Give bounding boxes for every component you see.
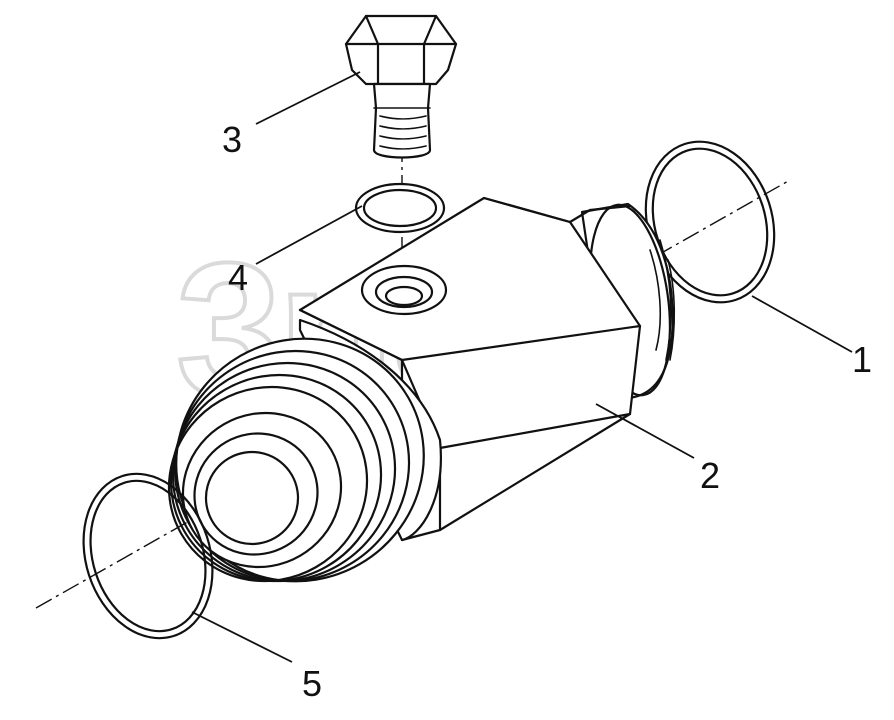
callout-4: 4 bbox=[228, 257, 248, 298]
adapter-body bbox=[167, 196, 676, 583]
hex-bolt bbox=[344, 14, 458, 159]
center-axis-horizontal bbox=[35, 179, 791, 609]
callout-3: 3 bbox=[222, 119, 242, 160]
callout-2: 2 bbox=[700, 455, 720, 496]
callout-5: 5 bbox=[302, 663, 322, 704]
leader-line-1 bbox=[751, 295, 853, 353]
sealing-washer bbox=[354, 182, 446, 234]
leader-line-5 bbox=[191, 611, 293, 663]
o-ring-left bbox=[82, 472, 214, 640]
leader-line-4 bbox=[255, 205, 363, 265]
leader-line-3 bbox=[255, 71, 361, 125]
callout-1: 1 bbox=[852, 339, 872, 380]
front-thread bbox=[167, 337, 425, 583]
leader-line-2 bbox=[595, 403, 695, 459]
